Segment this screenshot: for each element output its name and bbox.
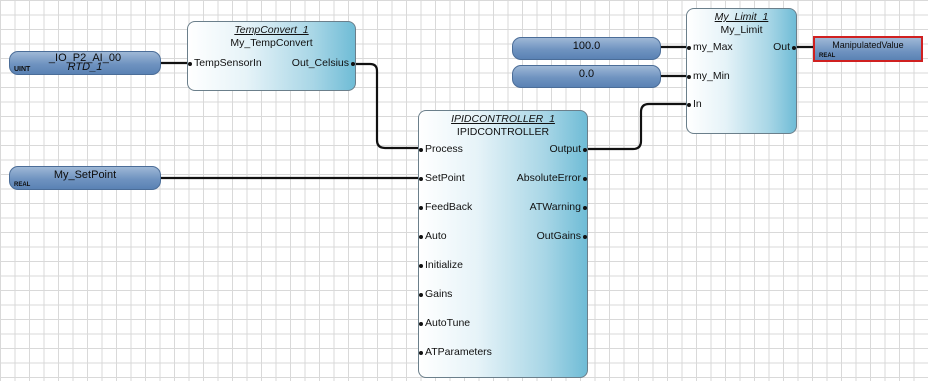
pin-process[interactable]: Process (419, 143, 463, 155)
pin-out[interactable]: Out (773, 41, 796, 53)
pin-output[interactable]: Output (549, 143, 587, 155)
setpoint-variable[interactable]: My_SetPoint REAL (9, 166, 161, 190)
tempconvert-block[interactable]: TempConvert_1 My_TempConvert TempSensorI… (187, 21, 356, 91)
limit-instance: My_Limit_1 (714, 11, 769, 23)
manipulated-value-type: REAL (819, 53, 836, 59)
max-constant[interactable]: 100.0 (512, 37, 661, 60)
pin-out-celsius[interactable]: Out_Celsius (291, 57, 356, 69)
pin-feedback[interactable]: FeedBack (418, 201, 473, 213)
wire-pid-output-to-limit-in (587, 102, 686, 151)
min-constant-value: 0.0 (578, 68, 595, 80)
io-input-alias: RTD_1 (67, 61, 103, 73)
pid-type: IPIDCONTROLLER (456, 126, 550, 138)
io-input-name: _IO_P2_AI_00 (48, 52, 122, 64)
pin-my-max[interactable]: my_Max (687, 41, 733, 53)
tempconvert-instance: TempConvert_1 (234, 24, 309, 36)
pin-in[interactable]: In (687, 98, 702, 110)
min-constant[interactable]: 0.0 (512, 65, 661, 88)
pid-instance: IPIDCONTROLLER_1 (451, 113, 555, 125)
pin-initialize[interactable]: Initialize (419, 259, 463, 271)
setpoint-name: My_SetPoint (53, 169, 117, 181)
manipulated-value-name: ManipulatedValue (832, 40, 904, 50)
io-input-variable[interactable]: _IO_P2_AI_00 RTD_1 UINT (9, 51, 161, 75)
wire-tempconvert-to-pid-process (355, 62, 418, 150)
pin-auto[interactable]: Auto (419, 230, 447, 242)
tempconvert-type: My_TempConvert (230, 37, 313, 49)
pin-autotune[interactable]: AutoTune (418, 317, 471, 329)
pin-atparameters[interactable]: ATParameters (419, 346, 492, 358)
pin-tempsensorin[interactable]: TempSensorIn (188, 57, 262, 69)
pin-absoluteerror[interactable]: AbsoluteError (516, 172, 588, 184)
setpoint-type: REAL (14, 182, 31, 188)
pin-gains[interactable]: Gains (418, 288, 453, 300)
manipulated-value-variable[interactable]: ManipulatedValue REAL (813, 36, 923, 62)
limit-block[interactable]: My_Limit_1 My_Limit my_Max my_Min In Out (686, 8, 797, 134)
pin-atwarning[interactable]: ATWarning (529, 201, 588, 213)
max-constant-value: 100.0 (572, 40, 601, 52)
pin-my-min[interactable]: my_Min (687, 70, 730, 82)
pin-setpoint[interactable]: SetPoint (419, 172, 465, 184)
limit-type: My_Limit (720, 24, 763, 36)
pid-controller-block[interactable]: IPIDCONTROLLER_1 IPIDCONTROLLER Process … (418, 110, 588, 378)
pin-outgains[interactable]: OutGains (536, 230, 588, 242)
io-input-type: UINT (14, 66, 31, 73)
